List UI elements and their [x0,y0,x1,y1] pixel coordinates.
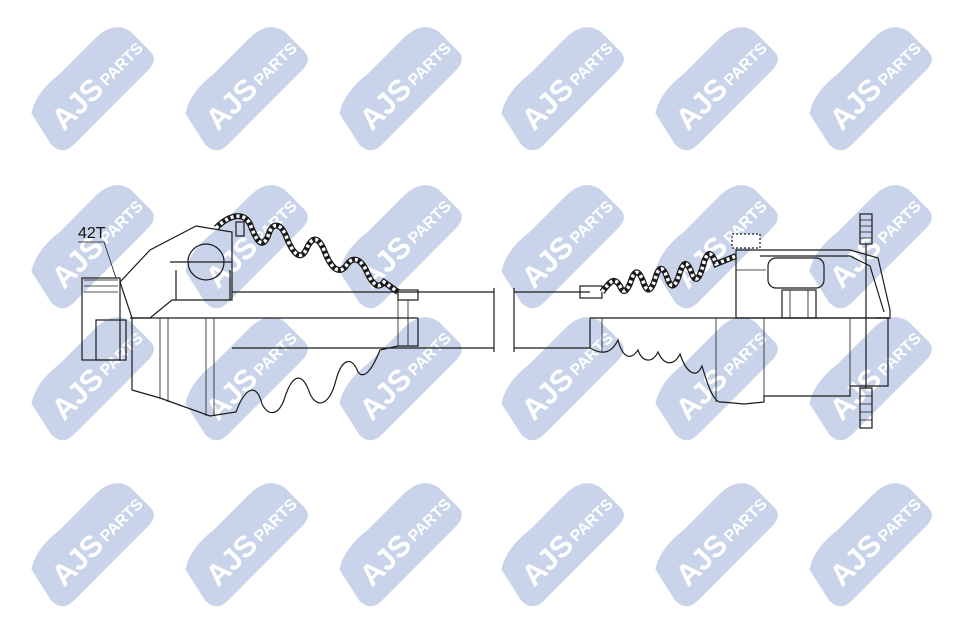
boot-clamp [731,233,761,249]
watermark-layer: AJSPARTSAJSPARTSAJSPARTSAJSPARTSAJSPARTS… [31,27,932,607]
axle-shaft [232,288,590,352]
spline-count-callout: 42T [78,225,117,279]
spline-stub [81,277,127,361]
inner-boot-profile [589,318,876,405]
inner-cv-joint [579,213,891,429]
outer-cv-joint [81,213,419,417]
outer-boot-profile [131,318,419,417]
spline-count-label: 42T [78,225,106,242]
